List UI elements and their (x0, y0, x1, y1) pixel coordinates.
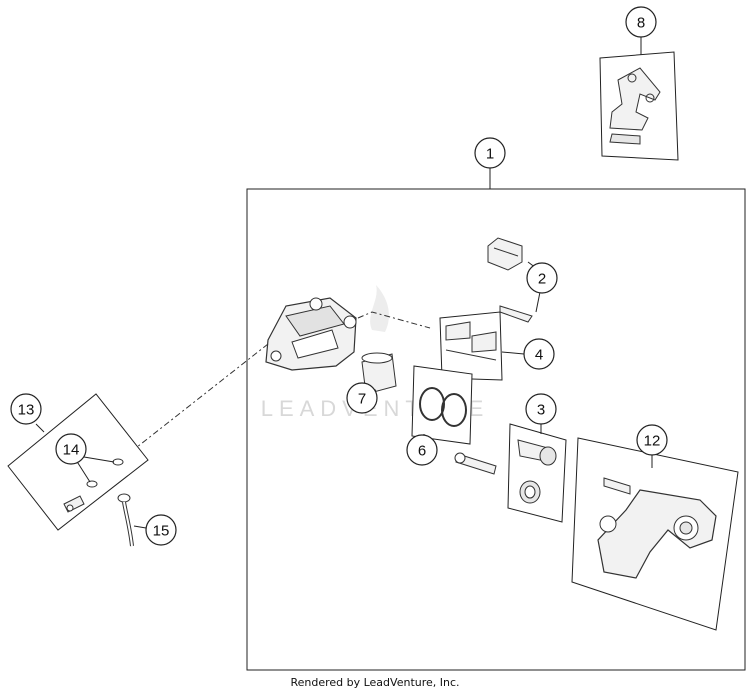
part-4-brake-pad-kit[interactable] (439, 311, 503, 381)
part-8-bracket[interactable] (599, 51, 679, 161)
footer-credit: Rendered by LeadVenture, Inc. (290, 676, 460, 689)
callout-12[interactable]: 12 (636, 424, 668, 456)
callout-7[interactable]: 7 (346, 382, 378, 414)
callout-7-label: 7 (358, 391, 366, 408)
callout-15[interactable]: 15 (145, 514, 177, 546)
leader-line-4 (501, 351, 525, 355)
dashed-routing-line (357, 311, 431, 329)
part-6-seal-kit[interactable] (411, 365, 473, 445)
slide-pin[interactable] (454, 452, 497, 475)
part-3-pin-boot-kit[interactable] (507, 423, 567, 523)
callout-6-label: 6 (418, 443, 426, 460)
callout-2-label: 2 (538, 271, 546, 288)
leader-line-13 (35, 423, 45, 433)
kit-box-1 (246, 188, 746, 671)
callout-2[interactable]: 2 (526, 262, 558, 294)
brake-caliper[interactable] (265, 297, 357, 371)
callout-8-label: 8 (637, 15, 645, 32)
callout-13[interactable]: 13 (10, 393, 42, 425)
callout-12-label: 12 (644, 433, 661, 450)
dashed-routing-line-to-13 (117, 343, 269, 463)
leader-line-15 (133, 525, 147, 529)
callout-6[interactable]: 6 (406, 434, 438, 466)
leadventure-flame-logo (370, 285, 389, 332)
callout-14[interactable]: 14 (55, 433, 87, 465)
callout-4-label: 4 (535, 347, 543, 364)
callout-4[interactable]: 4 (523, 338, 555, 370)
leader-line-2b (535, 291, 541, 313)
callout-1[interactable]: 1 (474, 137, 506, 169)
callout-3[interactable]: 3 (525, 393, 557, 425)
part-7-piston[interactable] (361, 352, 397, 395)
callout-1-label: 1 (486, 146, 494, 163)
callout-15-label: 15 (153, 523, 170, 540)
callout-13-label: 13 (18, 402, 35, 419)
part-2-pad-spring[interactable] (487, 237, 533, 323)
part-12-caliper-bracket[interactable] (571, 437, 739, 631)
part-15-bleeder-hose[interactable] (117, 493, 134, 547)
callout-14-label: 14 (63, 442, 80, 459)
callout-8[interactable]: 8 (625, 6, 657, 38)
leader-line-14b (75, 459, 91, 483)
callout-3-label: 3 (537, 402, 545, 419)
